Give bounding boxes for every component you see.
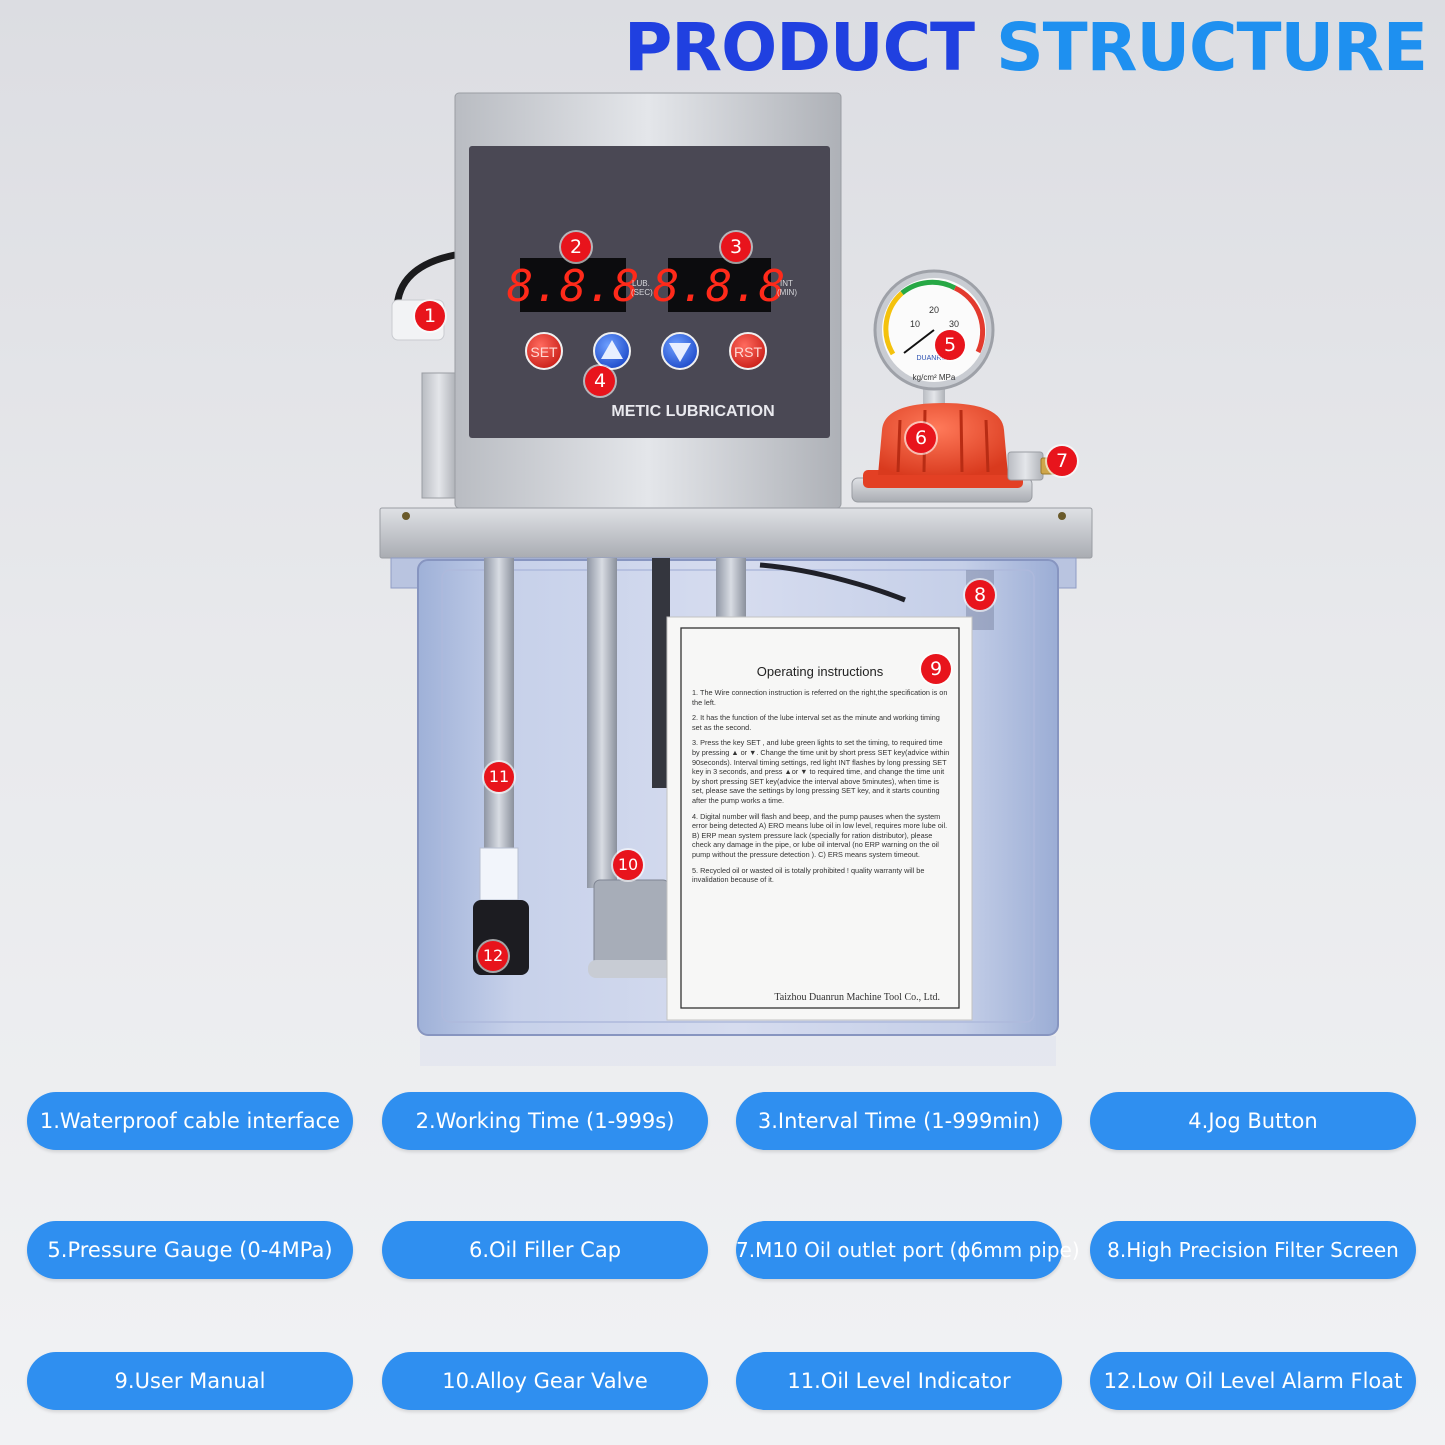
gauge-tick-20: 20 (929, 305, 939, 315)
label-alloy-gear-valve: 10.Alloy Gear Valve (382, 1352, 708, 1410)
manual-item: 1. The Wire connection instruction is re… (692, 688, 948, 707)
manual-item: 4. Digital number will flash and beep, a… (692, 811, 948, 859)
suction-pipe (716, 558, 746, 618)
rst-button-label: RST (734, 344, 762, 360)
tank-reflection (420, 1036, 1056, 1066)
gear-valve-base (588, 960, 678, 978)
product-illustration: 8.8.8 8.8.8 LUB. (SEC) INT (MIN) SET RST… (379, 92, 1093, 1066)
callout-12: 12 (478, 941, 508, 971)
outlet-block (1007, 451, 1044, 481)
pressure-gauge: 10 20 30 DUANRUN kg/cm² MPa (873, 269, 995, 413)
plate-screw (402, 512, 410, 520)
label-oil-filler-cap: 6.Oil Filler Cap (382, 1221, 708, 1279)
label-pressure-gauge: 5.Pressure Gauge (0-4MPa) (27, 1221, 353, 1279)
int-unit-line2: (MIN) (777, 288, 797, 297)
label-user-manual: 9.User Manual (27, 1352, 353, 1410)
label-jog-button: 4.Jog Button (1090, 1092, 1416, 1150)
label-oil-outlet-port: 7.M10 Oil outlet port (ϕ6mm pipe) (736, 1221, 1080, 1279)
manual-item: 2. It has the function of the lube inter… (692, 713, 940, 732)
user-manual (666, 616, 973, 1021)
top-plate (379, 507, 1093, 559)
lube-time-digits: 8.8.8 (507, 261, 639, 312)
title-word-structure: STRUCTURE (996, 9, 1428, 86)
label-oil-level-indicator: 11.Oil Level Indicator (736, 1352, 1062, 1410)
manual-item: 5. Recycled oil or wasted oil is totally… (692, 865, 925, 885)
page-title: PRODUCT STRUCTURE (623, 9, 1428, 86)
callout-7: 7 (1047, 446, 1077, 476)
pump-rod (587, 558, 617, 888)
mounting-bracket (421, 372, 457, 499)
callout-4: 4 (585, 366, 615, 396)
rst-button[interactable]: RST (729, 332, 767, 370)
oil-filler-cap (851, 403, 1033, 503)
interval-time-display (668, 258, 771, 312)
lube-time-display (520, 258, 626, 312)
interval-time-digits: 8.8.8 (653, 261, 785, 312)
callout-1: 1 (415, 301, 445, 331)
title-word-product: PRODUCT (623, 9, 975, 86)
brand-label: METIC LUBRICATION (611, 403, 774, 420)
set-button[interactable]: SET (525, 332, 563, 370)
lube-unit-line2: (SEC) (631, 288, 653, 297)
label-working-time: 2.Working Time (1-999s) (382, 1092, 708, 1150)
filter-tube (652, 558, 670, 788)
down-button[interactable] (661, 332, 699, 370)
callout-8: 8 (965, 580, 995, 610)
gauge-tick-10: 10 (910, 319, 920, 329)
callout-11: 11 (484, 762, 514, 792)
label-interval-time: 3.Interval Time (1-999min) (736, 1092, 1062, 1150)
callout-2: 2 (561, 232, 591, 262)
arrow-up-icon (601, 340, 623, 359)
callout-5: 5 (935, 330, 965, 360)
plate-screw (1058, 512, 1066, 520)
manual-company: Taizhou Duanrun Machine Tool Co., Ltd. (774, 992, 940, 1003)
callout-9: 9 (921, 654, 951, 684)
int-unit-line1: INT (780, 279, 793, 288)
callout-6: 6 (906, 423, 936, 453)
arrow-down-icon (669, 343, 691, 362)
manual-item: 3. Press the key SET , and lube green li… (692, 738, 950, 805)
callout-10: 10 (613, 850, 643, 880)
float-guide (479, 847, 519, 901)
up-button[interactable] (593, 332, 631, 370)
gauge-tick-30: 30 (949, 319, 959, 329)
set-button-label: SET (530, 344, 558, 360)
oil-level-rod (484, 558, 514, 848)
label-waterproof-cable-interface: 1.Waterproof cable interface (27, 1092, 353, 1150)
internal-wire (759, 562, 906, 603)
lube-unit-line1: LUB. (632, 279, 650, 288)
label-low-oil-alarm-float: 12.Low Oil Level Alarm Float (1090, 1352, 1416, 1410)
label-filter-screen: 8.High Precision Filter Screen (1090, 1221, 1416, 1279)
manual-title: Operating instructions (757, 664, 884, 679)
gauge-unit: kg/cm² MPa (913, 373, 956, 382)
gauge-brand: DUANRUN (917, 355, 952, 362)
callout-3: 3 (721, 232, 751, 262)
